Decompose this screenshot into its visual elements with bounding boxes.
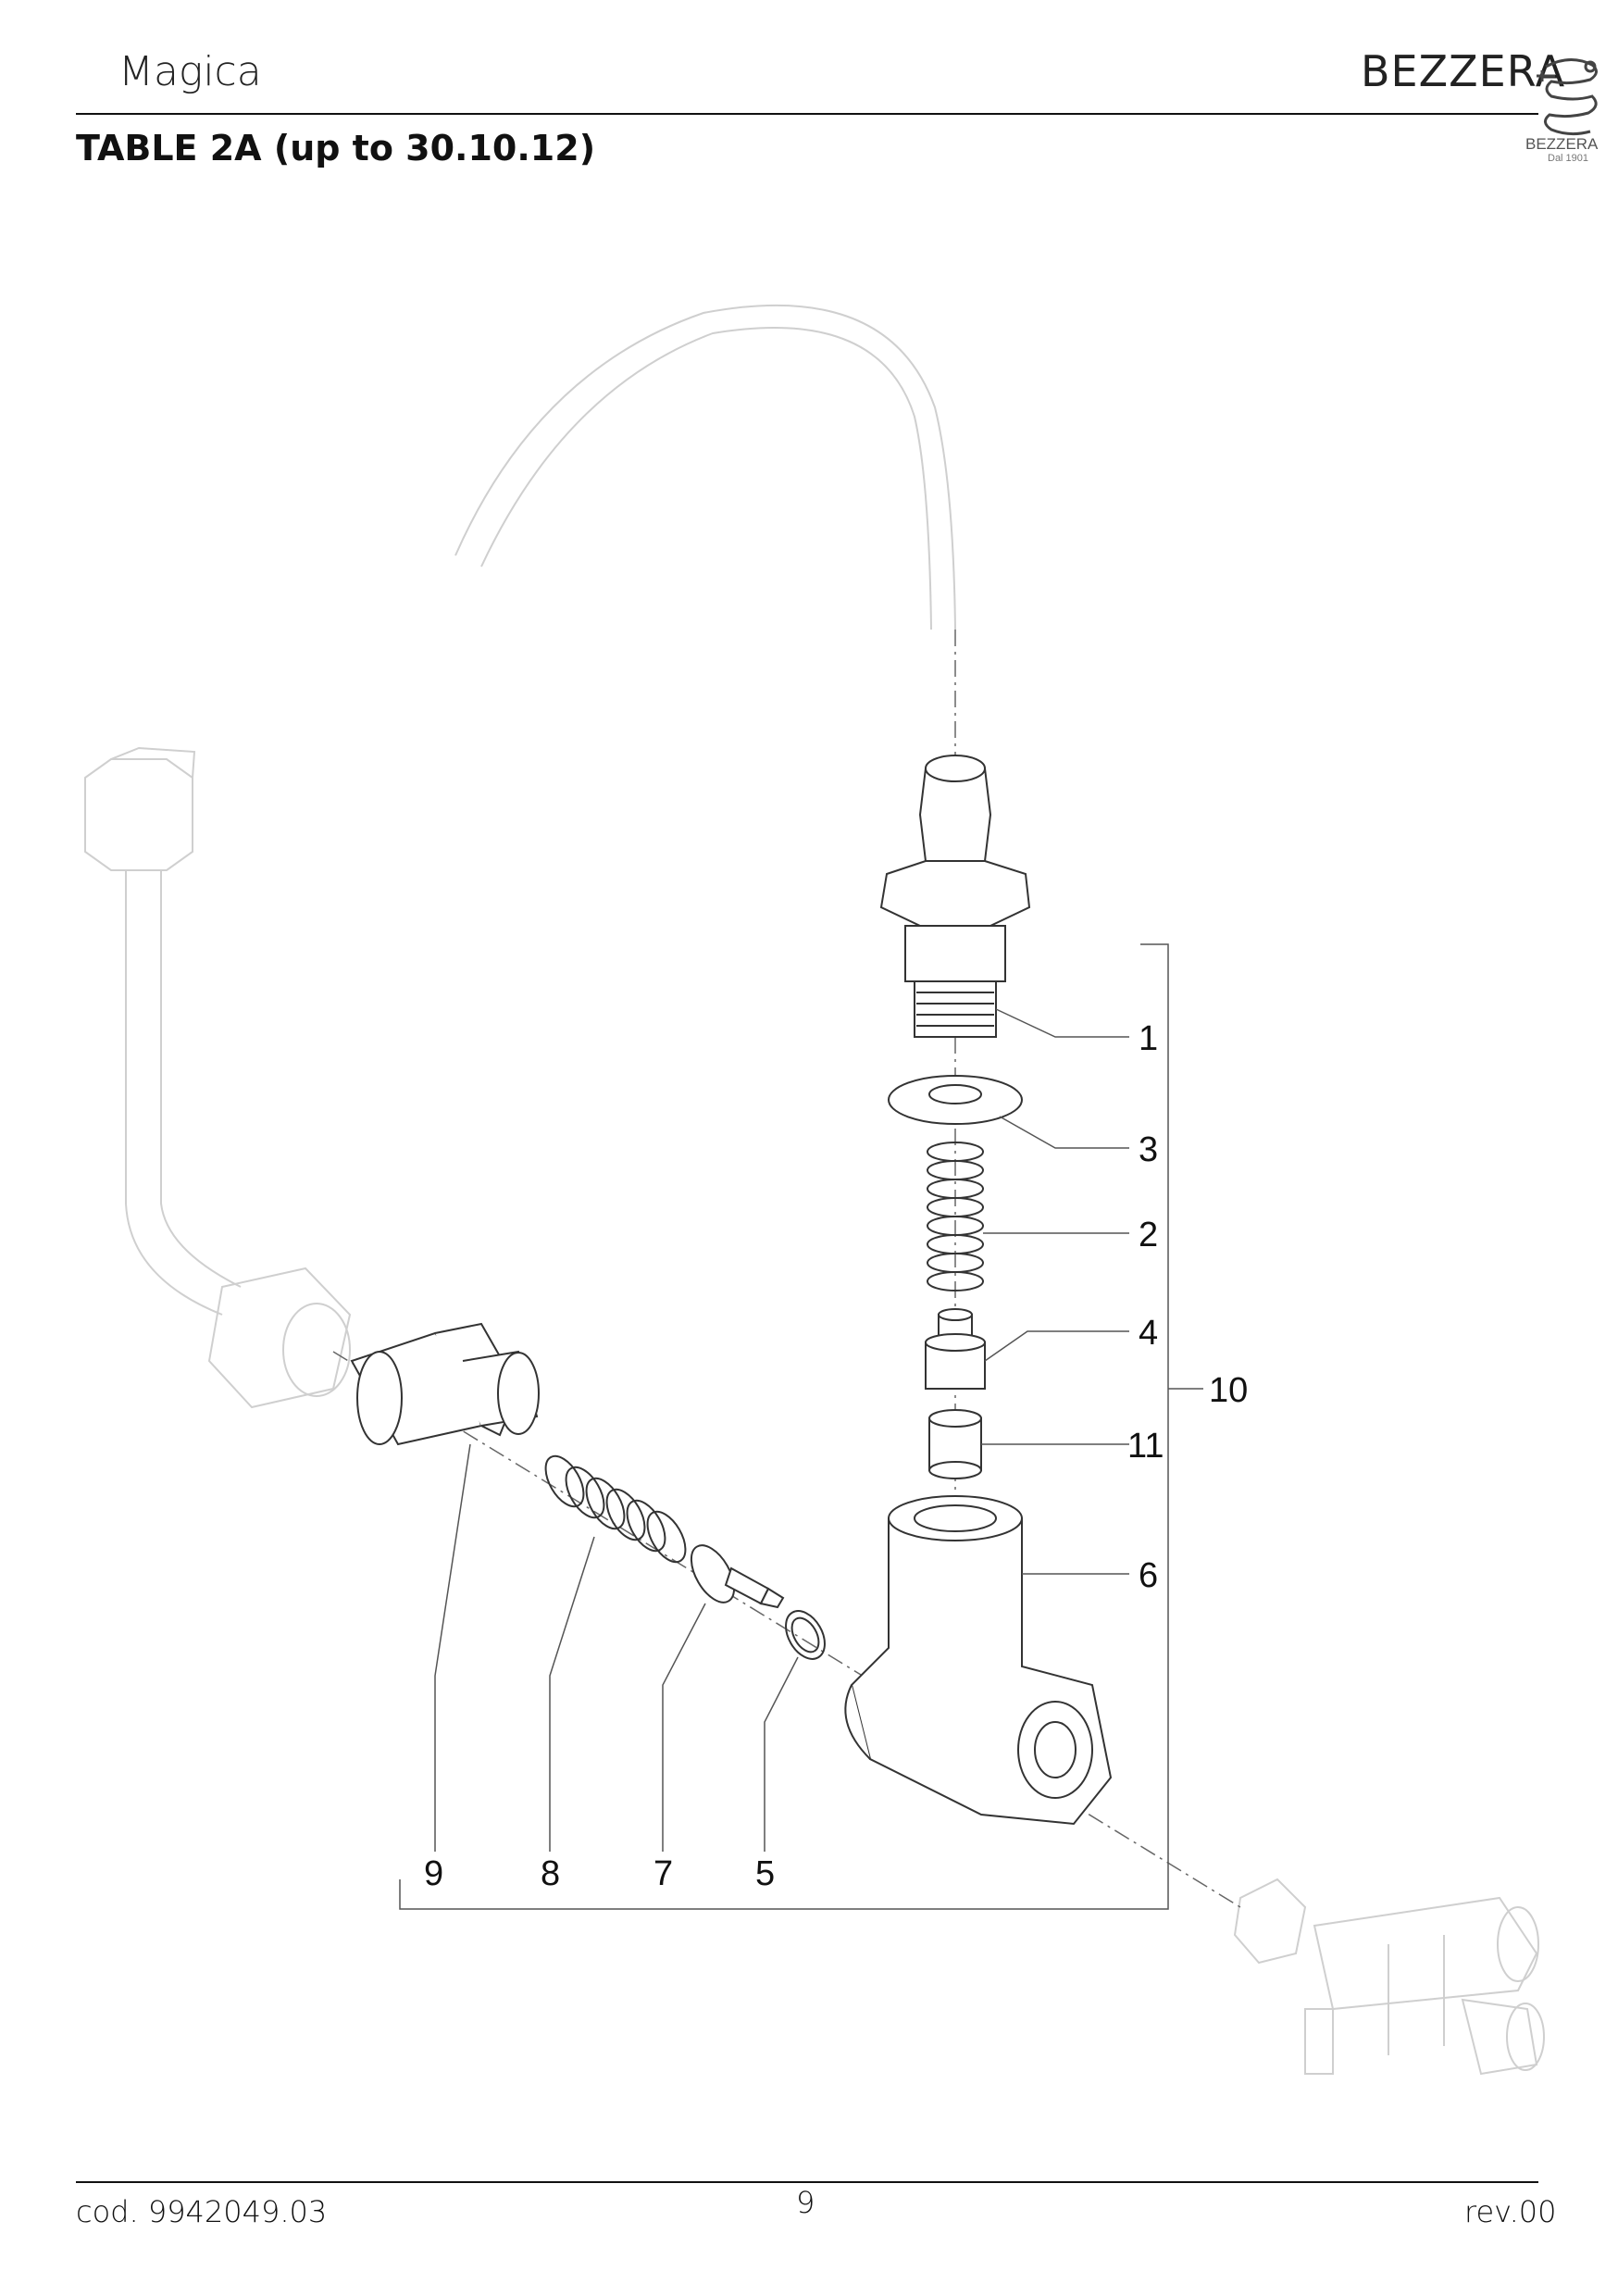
part-2-spring bbox=[927, 1142, 984, 1292]
part-7-valve-pin bbox=[690, 1544, 785, 1609]
cross-fitting-drawing bbox=[1233, 1878, 1545, 2076]
callout-11: 11 bbox=[1127, 1427, 1164, 1466]
page-number: 9 bbox=[796, 2185, 815, 2220]
part-11-seal bbox=[928, 1409, 982, 1479]
callout-1: 1 bbox=[1139, 1019, 1158, 1058]
table-title: TABLE 2A (up to 30.10.12) bbox=[76, 128, 596, 168]
bezzera-logo-icon bbox=[1537, 58, 1598, 136]
part-4-piston bbox=[925, 1308, 986, 1390]
part-8-spring bbox=[544, 1454, 687, 1564]
part-6-elbow-body bbox=[844, 1495, 1113, 1826]
hose-drawing bbox=[454, 304, 956, 630]
part-1-barb-fitting bbox=[879, 755, 1031, 1038]
callout-10: 10 bbox=[1209, 1371, 1248, 1410]
revision: rev.00 bbox=[1464, 2194, 1557, 2229]
brand-name: BEZZERA bbox=[1361, 46, 1566, 96]
part-9-nipple bbox=[350, 1322, 540, 1446]
product-title: Magica bbox=[118, 48, 262, 95]
callout-2: 2 bbox=[1139, 1216, 1158, 1254]
center-axis bbox=[332, 630, 1241, 1908]
callout-9: 9 bbox=[424, 1854, 443, 1893]
pipe-drawing bbox=[84, 746, 352, 1409]
part-3-washer bbox=[888, 1075, 1023, 1125]
logo-wordmark: BEZZERA bbox=[1525, 135, 1599, 153]
logo-tagline: Dal 1901 bbox=[1548, 153, 1589, 164]
document-code: cod. 9942049.03 bbox=[76, 2194, 328, 2229]
leader-lines bbox=[434, 1008, 1129, 1852]
callout-6: 6 bbox=[1139, 1556, 1158, 1595]
assembly-bracket bbox=[399, 943, 1203, 1910]
callout-5: 5 bbox=[755, 1854, 775, 1893]
callout-4: 4 bbox=[1139, 1314, 1158, 1353]
callout-3: 3 bbox=[1139, 1130, 1158, 1169]
callout-8: 8 bbox=[541, 1854, 560, 1893]
callout-7: 7 bbox=[653, 1854, 673, 1893]
part-5-oring bbox=[785, 1610, 826, 1660]
footer-divider bbox=[76, 2181, 1538, 2183]
header-divider bbox=[76, 113, 1538, 115]
